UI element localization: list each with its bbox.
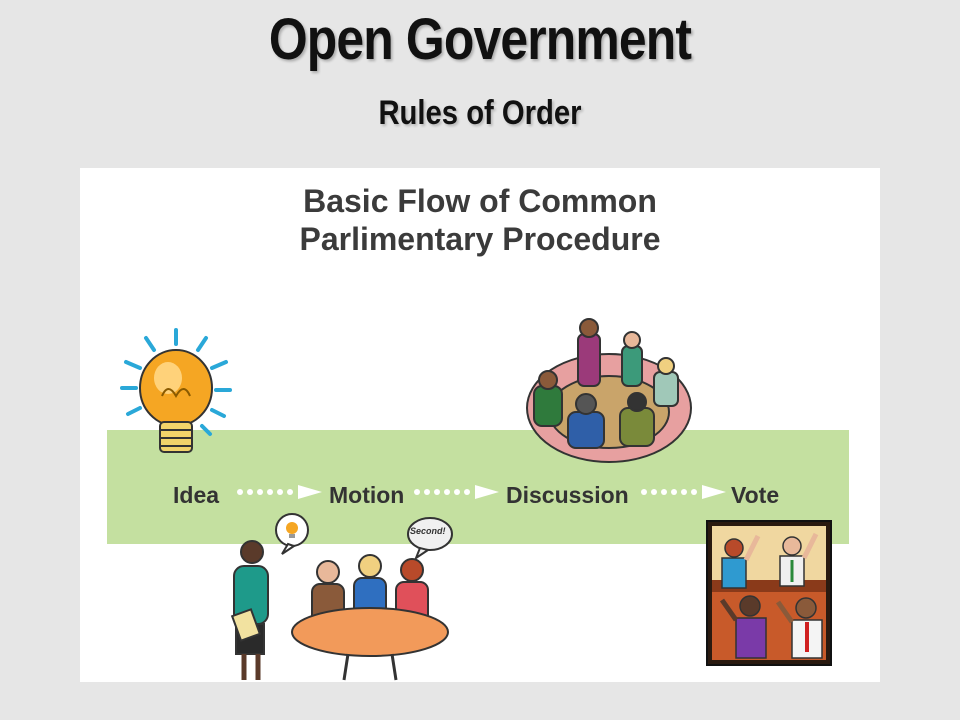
slide-title: Open Government bbox=[268, 7, 692, 72]
arrow-right-icon bbox=[414, 485, 499, 499]
voting-illustration bbox=[706, 520, 832, 666]
step-idea: Idea bbox=[173, 482, 220, 508]
arrow-right-icon bbox=[641, 485, 726, 499]
heading-line-2: Parlimentary Procedure bbox=[299, 221, 661, 257]
diagram-heading: Basic Flow of Common Parlimentary Proced… bbox=[80, 182, 880, 258]
diagram-panel: Basic Flow of Common Parlimentary Proced… bbox=[80, 168, 880, 682]
arrow-right-icon bbox=[237, 485, 322, 499]
discussion-illustration bbox=[526, 318, 692, 463]
step-vote: Vote bbox=[731, 482, 780, 508]
slide-subtitle: Rules of Order bbox=[378, 94, 582, 132]
meeting-illustration bbox=[230, 513, 453, 681]
heading-line-1: Basic Flow of Common bbox=[303, 183, 657, 219]
step-discussion: Discussion bbox=[506, 482, 629, 508]
second-speech-bubble: Second! bbox=[410, 526, 446, 536]
lightbulb-icon bbox=[120, 328, 232, 453]
step-motion: Motion bbox=[329, 482, 405, 508]
